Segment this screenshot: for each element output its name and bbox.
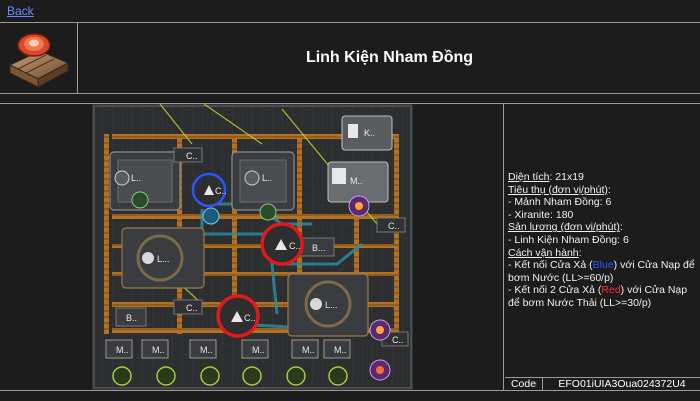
machine-label-l2: L.. (262, 173, 272, 183)
machine-top-k: K.. (341, 115, 393, 151)
header: Linh Kiện Nham Đồng (0, 22, 700, 94)
side-units (131, 191, 391, 381)
info-text: Diện tích: 21x19 Tiêu thụ (đơn vị/phút):… (508, 171, 698, 310)
port-label-blue: C.. (215, 186, 227, 196)
machine-label-l1: L.. (131, 173, 141, 183)
unit-label-b2: B... (312, 243, 326, 253)
area-label: Diện tích (508, 171, 550, 183)
machine-top-left: L.. (109, 151, 181, 211)
product-icon-cell (0, 23, 78, 93)
factory-layout-map: L.. L.. M.. K.. (92, 104, 413, 390)
op1-suffix: ) với Cửa Nạp để bơm Nước (LL>=60/p) (508, 259, 695, 284)
unit-label-c4: C.. (392, 335, 404, 345)
blueprint-code[interactable]: EFO01iUIA3Oua024372U4 (558, 378, 686, 390)
operation-heading-row: Cách vận hành: (508, 247, 698, 260)
machine-label-l4: L... (325, 300, 338, 310)
blue-output-port: C.. (191, 172, 227, 225)
bottom-label-m3: M.. (200, 345, 213, 355)
machine-label-l3: L... (157, 254, 170, 264)
red-output-port-lower: C.. (216, 294, 260, 338)
layout-panel: L.. L.. M.. K.. (0, 104, 504, 390)
bottom-machine-row: M.. M.. M.. M.. M.. M.. (105, 339, 351, 359)
sealed-crate-icon (8, 33, 70, 88)
back-link[interactable]: Back (7, 4, 34, 18)
red-output-port-upper: C.. (260, 222, 304, 266)
unit-label-c2: C.. (186, 303, 198, 313)
consumption-heading: Tiêu thụ (đơn vị/phút) (508, 183, 608, 196)
small-units: C.. C.. C.. C.. B.. B... (115, 147, 409, 347)
info-panel: Diện tích: 21x19 Tiêu thụ (đơn vị/phút):… (505, 104, 700, 390)
output-item: - Linh Kiện Nham Đồng: 6 (508, 233, 629, 246)
op2-prefix: - Kết nối 2 Cửa Xả ( (508, 284, 602, 297)
factory-blueprint: L.. L.. M.. K.. (92, 104, 413, 390)
code-row: Code EFO01iUIA3Oua024372U4 (505, 377, 700, 390)
consumption-item: - Xiranite: 180 (508, 208, 574, 221)
machine-label-k: K.. (364, 128, 375, 138)
area-value: : 21x19 (549, 171, 584, 183)
operation-step-2: - Kết nối 2 Cửa Xả (Red) với Cửa Nạp để … (508, 284, 698, 309)
unit-label-c3: C.. (388, 221, 400, 231)
port-label-red-upper: C.. (289, 241, 301, 251)
consumption-item: - Mảnh Nham Đồng: 6 (508, 196, 612, 209)
code-label: Code (505, 378, 543, 390)
bottom-label-m5: M.. (302, 345, 315, 355)
page-title: Linh Kiện Nham Đồng (305, 49, 474, 66)
content-area: L.. L.. M.. K.. (0, 103, 700, 391)
op1-color-word: Blue (592, 259, 614, 272)
op1-prefix: - Kết nối Cửa Xả ( (508, 259, 593, 272)
bottom-label-m1: M.. (116, 345, 129, 355)
bottom-label-m2: M.. (152, 345, 165, 355)
consumption-heading-row: Tiêu thụ (đơn vị/phút): (508, 184, 698, 197)
top-bar: Back (0, 0, 700, 22)
bottom-label-m6: M.. (334, 345, 347, 355)
machine-top-mid: L.. (231, 151, 295, 211)
operation-step-1: - Kết nối Cửa Xả (Blue) với Cửa Nạp để b… (508, 259, 698, 284)
operation-heading: Cách vận hành (508, 246, 579, 259)
machine-mid-left: L... (121, 227, 205, 289)
machine-right-m: M.. (327, 161, 389, 203)
bottom-strip (0, 392, 700, 401)
operation-colon: : (578, 246, 582, 259)
unit-label-b1: B.. (126, 313, 137, 323)
unit-label-c1: C.. (186, 151, 198, 161)
output-heading-row: Sản lượng (đơn vị/phút): (508, 221, 698, 234)
consumption-colon: : (607, 183, 611, 196)
area-row: Diện tích: 21x19 (508, 171, 698, 184)
machine-label-m-top: M.. (350, 176, 363, 186)
bottom-label-m4: M.. (252, 345, 265, 355)
output-heading: Sản lượng (đơn vị/phút) (508, 221, 620, 234)
machine-mid-right: L... (287, 273, 369, 337)
output-colon: : (619, 221, 623, 234)
op2-color-word: Red (601, 284, 621, 297)
op2-suffix: ) với Cửa Nạp để bơm Nước Thải (LL>=30/p… (508, 284, 688, 309)
bottom-dials (112, 366, 348, 386)
port-label-red-lower: C.. (244, 313, 256, 323)
